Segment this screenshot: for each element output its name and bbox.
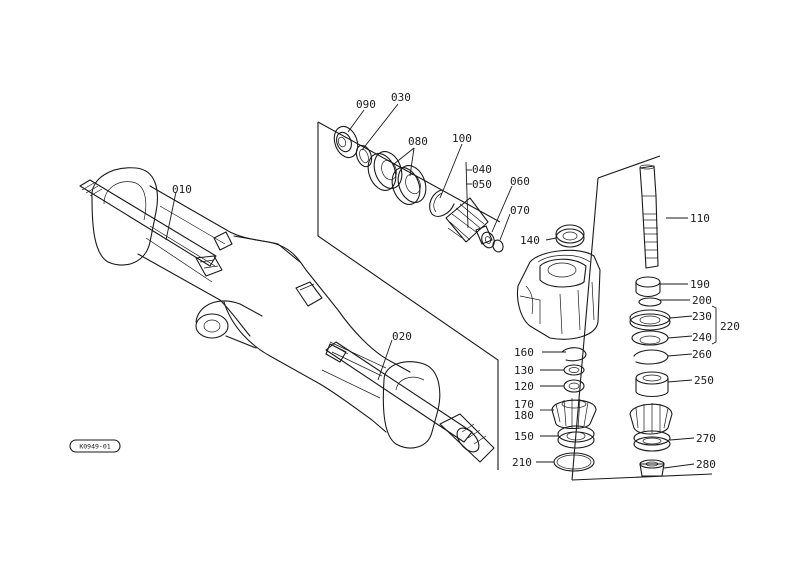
bearing-080a [367,151,403,191]
spacer-250 [635,371,669,398]
label-140: 140 [520,234,540,247]
label-130: 130 [514,364,534,377]
label-240: 240 [692,331,712,344]
axle-housing [91,167,441,449]
snap-ring-100 [429,189,455,217]
vertical-shaft-110 [639,164,659,269]
snap-ring-160 [561,347,587,362]
seal-090 [333,125,359,159]
gear-case [516,249,601,340]
bearing-080b [391,165,427,205]
drawing-code-stamp: K0949-01 [69,439,121,453]
nut-060 [481,231,495,249]
label-150: 150 [514,430,534,443]
bearing-150 [557,425,595,449]
bearing-140 [555,224,585,248]
bearing-230 [629,309,671,331]
label-070: 070 [510,204,530,217]
label-030: 030 [391,91,411,104]
label-020: 020 [392,330,412,343]
axle-shaft-right [325,341,495,463]
label-230: 230 [692,310,712,323]
ring-120 [563,379,585,393]
bevel-gear-lower [629,403,673,435]
label-010: 010 [172,183,192,196]
ring-200 [638,297,662,307]
label-100: 100 [452,132,472,145]
leader-lines [165,103,717,469]
label-220: 220 [720,320,740,333]
label-190: 190 [690,278,710,291]
snap-ring-260 [633,349,669,365]
drawing-code-text: K0949-01 [79,443,110,451]
label-160: 160 [514,346,534,359]
nut-280 [639,459,665,477]
washer-070 [492,239,504,253]
axle-shaft-left [79,179,223,277]
label-180: 180 [514,409,534,422]
part-labels: 010 020 030 040 050 060 070 080 090 100 … [172,91,740,471]
label-260: 260 [692,348,712,361]
bevel-gear-170 [551,398,597,430]
label-270: 270 [696,432,716,445]
bearing-240 [631,330,669,346]
bearing-190 [635,276,661,298]
label-210: 210 [512,456,532,469]
assembly-frame [317,121,713,481]
label-200: 200 [692,294,712,307]
label-280: 280 [696,458,716,471]
label-090: 090 [356,98,376,111]
label-250: 250 [694,374,714,387]
label-040: 040 [472,163,492,176]
bearing-270 [633,430,671,452]
label-080: 080 [408,135,428,148]
label-170: 170 [514,398,534,411]
label-110: 110 [690,212,710,225]
label-060: 060 [510,175,530,188]
label-050: 050 [472,178,492,191]
label-120: 120 [514,380,534,393]
